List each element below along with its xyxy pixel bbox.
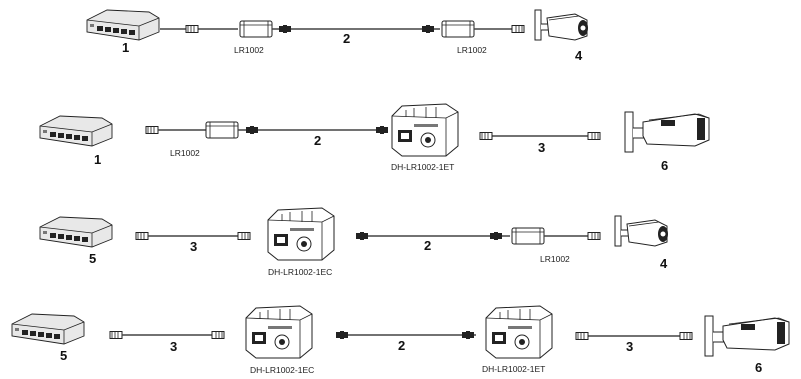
extender-unit-icon (391, 103, 459, 157)
bnc-plug-icon (279, 25, 291, 33)
label-3: 3 (190, 239, 197, 254)
extender-unit-icon (245, 305, 313, 359)
label-dh-lr1002-1ec: DH-LR1002-1EC (250, 365, 314, 375)
bnc-plug-icon (422, 25, 434, 33)
rj45-connector-icon (511, 25, 525, 33)
lr1002-adapter-icon (205, 121, 239, 139)
row-2: 1 LR1002 2 DH-LR1002-1ET 3 6 (39, 103, 710, 173)
label-2: 2 (314, 133, 321, 148)
label-lr1002: LR1002 (170, 148, 200, 158)
label-3: 3 (626, 339, 633, 354)
rj45-connector-icon (679, 332, 693, 340)
bullet-camera-icon (624, 111, 710, 153)
lr1002-adapter-icon (511, 227, 545, 245)
bullet-camera-icon (704, 315, 790, 357)
label-6: 6 (661, 158, 668, 173)
bnc-plug-icon (246, 126, 258, 134)
label-2: 2 (424, 238, 431, 253)
rj45-connector-icon (587, 132, 601, 140)
label-dh-lr1002-1et: DH-LR1002-1ET (482, 364, 545, 374)
rj45-connector-icon (145, 126, 159, 134)
poe-switch-icon (11, 313, 85, 345)
label-2: 2 (398, 338, 405, 353)
rj45-connector-icon (237, 232, 251, 240)
bnc-plug-icon (376, 126, 388, 134)
poe-switch-icon (86, 9, 160, 41)
poe-switch-icon (39, 115, 113, 147)
rj45-connector-icon (109, 331, 123, 339)
bnc-plug-icon (336, 331, 348, 339)
rj45-connector-icon (479, 132, 493, 140)
label-5: 5 (89, 251, 96, 266)
label-1: 1 (94, 152, 101, 167)
label-5: 5 (60, 348, 67, 363)
rj45-connector-icon (135, 232, 149, 240)
rj45-connector-icon (211, 331, 225, 339)
poe-switch-icon (39, 216, 113, 248)
label-3: 3 (538, 140, 545, 155)
lr1002-adapter-icon (441, 20, 475, 38)
label-lr1002: LR1002 (540, 254, 570, 264)
rj45-connector-icon (587, 232, 601, 240)
rj45-connector-icon (185, 25, 199, 33)
label-4: 4 (575, 48, 583, 63)
extender-unit-icon (267, 207, 335, 261)
bnc-plug-icon (462, 331, 474, 339)
lr1002-adapter-icon (239, 20, 273, 38)
label-6: 6 (755, 360, 762, 375)
label-2: 2 (343, 31, 350, 46)
label-lr1002: LR1002 (234, 45, 264, 55)
label-dh-lr1002-1et: DH-LR1002-1ET (391, 162, 454, 172)
bnc-plug-icon (356, 232, 368, 240)
row-3: 5 3 DH-LR1002-1EC 2 LR1002 4 (39, 207, 669, 277)
camera-icon (534, 9, 589, 41)
label-dh-lr1002-1ec: DH-LR1002-1EC (268, 267, 332, 277)
label-3: 3 (170, 339, 177, 354)
label-lr1002: LR1002 (457, 45, 487, 55)
row-4: 5 3 DH-LR1002-1EC 2 DH-LR1002-1ET 3 6 (11, 305, 790, 375)
camera-icon (614, 215, 669, 247)
label-4: 4 (660, 256, 668, 271)
label-1: 1 (122, 40, 129, 55)
row-1: 1 LR1002 2 LR1002 4 (86, 9, 589, 63)
extender-unit-icon (485, 305, 553, 359)
bnc-plug-icon (490, 232, 502, 240)
rj45-connector-icon (575, 332, 589, 340)
